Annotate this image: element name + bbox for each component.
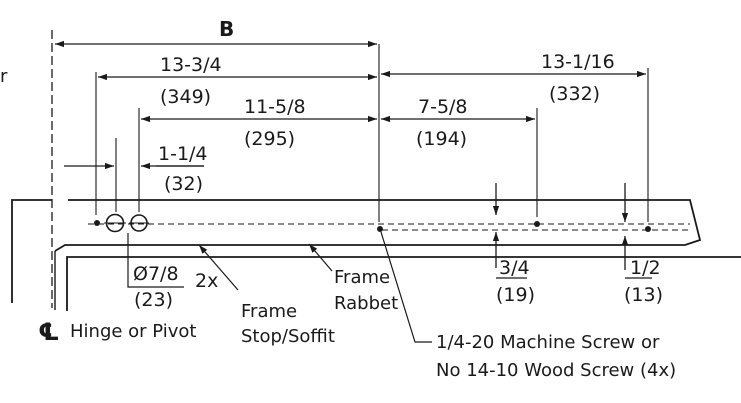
dim-3-4-in: 3/4 [499, 257, 530, 279]
centerline-label: Hinge or Pivot [70, 321, 196, 342]
dim-7-5-8-in: 7-5/8 [418, 96, 468, 118]
dim-b-label: B [219, 17, 234, 41]
frame-stop-label-1: Frame [241, 301, 297, 322]
centerline-symbol: ℄ [38, 318, 60, 346]
screw-hole-1 [94, 220, 100, 226]
dim-1-1-4-in: 1-1/4 [158, 143, 208, 165]
hole-count: 2x [195, 270, 218, 292]
frame-outline [11, 199, 741, 311]
screw-leader [380, 231, 432, 343]
stray-char: r [0, 66, 8, 87]
screw-hole-4 [645, 226, 651, 232]
frame-rabbet-label-2: Rabbet [334, 293, 398, 314]
screw-label-2: No 14-10 Wood Screw (4x) [436, 360, 676, 381]
dim-13-3-4-mm: (349) [160, 86, 211, 108]
dim-1-2-in: 1/2 [630, 257, 661, 279]
dim-13-1-16-mm: (332) [549, 83, 600, 105]
hole-size-in: Ø7/8 [133, 263, 179, 285]
dim-1-1-4-mm: (32) [164, 173, 203, 195]
dim-13-1-16-in: 13-1/16 [541, 51, 615, 73]
frame-rabbet-label-1: Frame [334, 267, 390, 288]
hole-size-mm: (23) [134, 289, 173, 311]
dim-7-5-8-mm: (194) [416, 128, 467, 150]
dim-3-4-mm: (19) [496, 284, 535, 306]
dim-11-5-8-mm: (295) [244, 128, 295, 150]
dim-1-2-mm: (13) [624, 284, 663, 306]
screw-hole-3 [534, 221, 540, 227]
screw-hole-2 [377, 226, 383, 232]
frame-stop-leader [198, 244, 239, 291]
screw-label-1: 1/4-20 Machine Screw or [436, 332, 660, 353]
dim-13-3-4-in: 13-3/4 [160, 54, 222, 76]
frame-rabbet-leader [308, 243, 333, 272]
frame-stop-label-2: Stop/Soffit [241, 326, 335, 347]
dim-11-5-8-in: 11-5/8 [244, 96, 306, 118]
